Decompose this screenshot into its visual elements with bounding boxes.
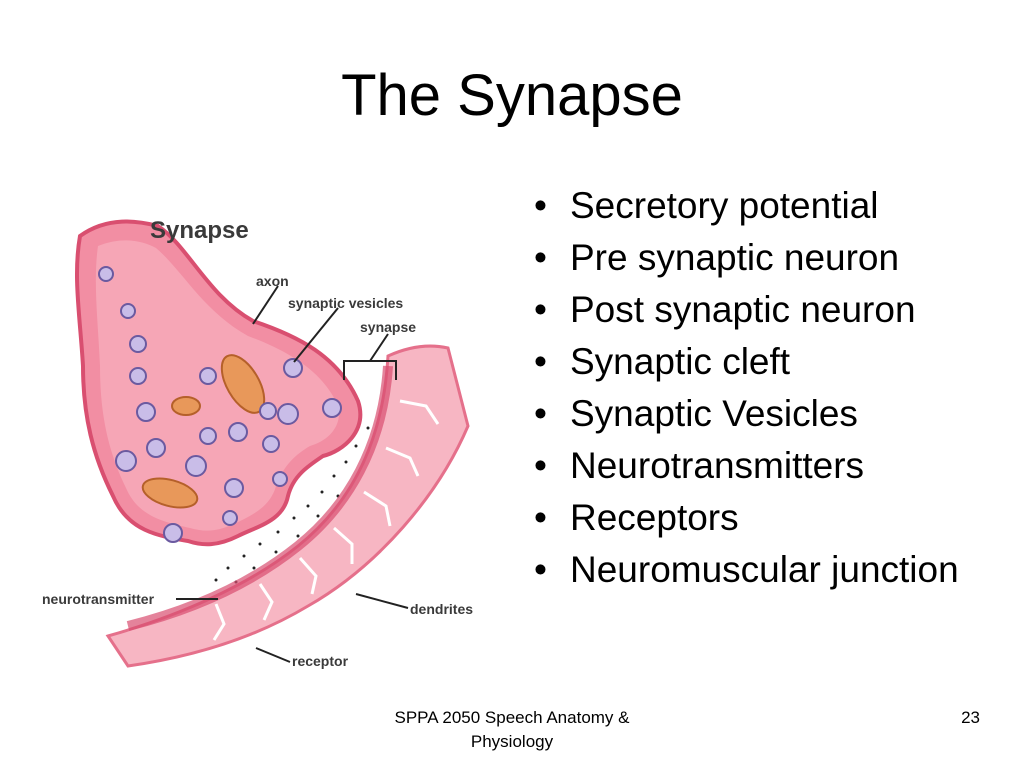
bullet-item: • Receptors (530, 494, 1000, 542)
synapse-diagram: Synapse axon synaptic vesicles synapse n… (38, 196, 508, 686)
label-dendrites: dendrites (410, 601, 473, 617)
label-axon: axon (256, 273, 289, 289)
bullet-text: Synaptic cleft (570, 341, 791, 382)
bullet-text: Post synaptic neuron (570, 289, 916, 330)
bullet-list: • Secretory potential • Pre synaptic neuro… (530, 182, 1000, 598)
slide-footer: SPPA 2050 Speech Anatomy & Physiology (394, 708, 630, 751)
mitochondrion (220, 354, 266, 414)
bullet-text: Pre synaptic neuron (570, 237, 900, 278)
bullet-item: • Secretory potential (530, 182, 1000, 230)
mitochondrion (171, 396, 201, 416)
vesicles (98, 266, 342, 543)
bullet-text: Neurotransmitters (570, 445, 865, 486)
figure-heading: Synapse (150, 217, 249, 244)
slide-title: The Synapse (341, 63, 683, 128)
bullet-text: Neuromuscular junction (570, 549, 959, 590)
label-synaptic-vesicles: synaptic vesicles (288, 295, 403, 311)
label-neurotransmitter: neurotransmitter (42, 591, 155, 607)
bullet-dot: • (534, 289, 547, 330)
label-synapse: synapse (360, 319, 416, 335)
bullet-dot: • (534, 185, 547, 226)
bullet-dot: • (534, 341, 547, 382)
neurotransmitter-dots (214, 426, 380, 584)
bullet-text: Synaptic Vesicles (570, 393, 858, 434)
bullet-text: Secretory potential (570, 185, 879, 226)
bullet-item: • Synaptic cleft (530, 338, 1000, 386)
bullet-dot: • (534, 445, 547, 486)
mitochondrion (141, 477, 199, 509)
bullet-item: • Post synaptic neuron (530, 286, 1000, 334)
receptors (212, 399, 440, 641)
bullet-item: • Synaptic Vesicles (530, 390, 1000, 438)
bullet-item: • Neurotransmitters (530, 442, 1000, 490)
synapse-illustration: Synapse axon synaptic vesicles synapse n… (42, 217, 473, 669)
bullet-dot: • (534, 549, 547, 590)
postsynaptic-membrane (126, 365, 393, 631)
presynaptic-cytoplasm (95, 240, 339, 531)
bullet-dot: • (534, 497, 547, 538)
bullet-dot: • (534, 237, 547, 278)
bullet-item: • Pre synaptic neuron (530, 234, 1000, 282)
label-receptor: receptor (292, 653, 349, 669)
bullet-text: Receptors (570, 497, 739, 538)
bullet-item: • Neuromuscular junction (530, 546, 1000, 594)
bullet-dot: • (534, 393, 547, 434)
page-number: 23 (961, 708, 980, 727)
